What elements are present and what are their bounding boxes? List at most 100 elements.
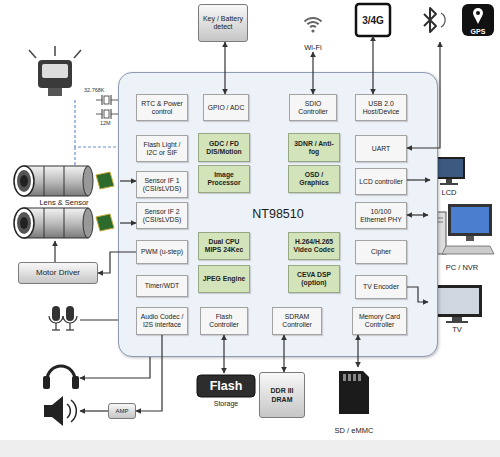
block-label: OSD / Graphics (290, 171, 338, 187)
tv-icon (446, 321, 468, 323)
peripheral-block: RTC & Power control (136, 94, 188, 121)
peripheral-block: Audio Codec / I2S interface (136, 307, 188, 335)
block-label: Image Processor (200, 171, 248, 187)
block-label: 10/100 Ethernet PHY (357, 208, 405, 224)
lens-illustration (83, 208, 93, 238)
lens-illustration (20, 175, 28, 187)
display-node: LCD (430, 155, 468, 197)
computer-node: PC / NVR (428, 200, 496, 272)
bus-arrow (98, 252, 136, 273)
pc-icon (430, 204, 494, 254)
microphone-icon (52, 306, 60, 321)
bus-arrow (407, 214, 428, 215)
lcd-icon (435, 159, 463, 177)
block-label: JPEG Engine (203, 275, 246, 283)
microphone-icon (52, 329, 60, 330)
crystal-symbol (111, 109, 112, 119)
sd-card-icon (348, 374, 351, 381)
tv-icon (435, 288, 479, 314)
lens-illustration (14, 208, 34, 238)
lens-sensor-node: Lens & Sensor (8, 163, 120, 241)
block-label: GPIO / ADC (208, 104, 245, 112)
footer-band (0, 440, 500, 457)
bus-arrow (120, 180, 136, 181)
audio-wire (80, 410, 108, 411)
lens-illustration (64, 166, 65, 196)
bluetooth-icon (424, 8, 436, 32)
lcd-icon (446, 179, 452, 183)
flash-light-icon (74, 50, 81, 58)
block-label: GPS (462, 28, 494, 36)
bus-arrow (136, 335, 162, 411)
block-label: SDRAM Controller (274, 313, 320, 329)
block-label: PWM (u-step) (141, 248, 183, 256)
cellular-node: 3/4G (356, 4, 390, 36)
block-label: Timer/WDT (145, 282, 179, 290)
block-label: PC / NVR (446, 263, 479, 272)
cellular-icon (356, 4, 390, 36)
sd-card-icon (343, 374, 346, 381)
pc-icon (466, 236, 474, 241)
lcd-icon (440, 183, 458, 185)
crystal-symbol (102, 95, 103, 105)
lens-illustration (17, 170, 31, 192)
driver-box: Motor Driver (18, 262, 98, 284)
microphone-icon (55, 323, 56, 330)
core-block: OSD / Graphics (288, 165, 340, 193)
core-block: 3DNR / Anti-fog (288, 133, 340, 162)
bus-arrow (283, 335, 284, 372)
pc-icon (442, 246, 494, 254)
bus-arrow (407, 179, 430, 180)
gps-icon (462, 4, 494, 36)
peripheral-block: Timer/WDT (136, 275, 188, 297)
lens-illustration (64, 208, 65, 238)
crystal-symbol (104, 96, 109, 104)
gps-icon (476, 11, 480, 15)
peripheral-block: TV Encoder (355, 275, 407, 299)
wifi-icon (307, 22, 318, 24)
block-label: Motor Driver (36, 269, 80, 277)
microphone-icon (66, 329, 74, 330)
lens-illustration (17, 212, 31, 234)
lens-illustration (83, 166, 93, 196)
block-label: SD / eMMC (335, 426, 374, 435)
block-label: LCD controller (359, 178, 402, 186)
block-label: UART (372, 145, 390, 153)
soc-chip: NT98510RTC & Power controlGPIO / ADCSDIO… (118, 72, 438, 357)
bus-arrow (120, 222, 136, 223)
tv-icon (432, 285, 482, 323)
peripheral-block: GPIO / ADC (203, 94, 249, 121)
core-block: GDC / FD DIS/Motion (198, 133, 250, 162)
peripheral-block: Flash Controller (200, 307, 248, 335)
speaker-icon (44, 396, 76, 426)
frequency-label: 32.768K (84, 87, 105, 93)
block-label: 3DNR / Anti-fog (290, 140, 338, 156)
microphone-icon (63, 316, 77, 323)
wifi-icon (311, 29, 314, 32)
flash-light-icon (29, 46, 81, 96)
lens-illustration (20, 217, 28, 229)
microphone-icon (66, 306, 74, 321)
lens-illustration (44, 166, 45, 196)
core-block: CEVA DSP (option) (288, 265, 340, 293)
block-label: Audio Codec / I2S interface (138, 313, 186, 329)
speaker-icon (67, 404, 70, 418)
bus-arrow (407, 42, 440, 148)
peripheral-block: Sensor IF 2 (CSI/sLVDS) (136, 202, 188, 229)
headphone-icon (43, 366, 79, 389)
peripheral-block: UART (355, 135, 407, 162)
block-label: AMP (115, 408, 128, 415)
peripheral-block: Memory Card Controller (352, 307, 407, 335)
sd-card-icon (353, 374, 356, 381)
block-label: SDIO Controller (291, 100, 335, 116)
sd-card-icon (339, 371, 369, 414)
peripheral-block: SDRAM Controller (272, 307, 322, 335)
peripheral-block: Sensor IF 1 (CSI/sLVDS) (136, 171, 188, 198)
crystal-symbol (102, 109, 103, 119)
speaker-icon (71, 400, 76, 422)
block-label: LCD (441, 188, 456, 197)
block-label: TV Encoder (363, 283, 399, 291)
wifi-icon (310, 26, 316, 27)
storage-node: FlashStorage (195, 373, 257, 413)
core-block: JPEG Engine (198, 265, 250, 293)
